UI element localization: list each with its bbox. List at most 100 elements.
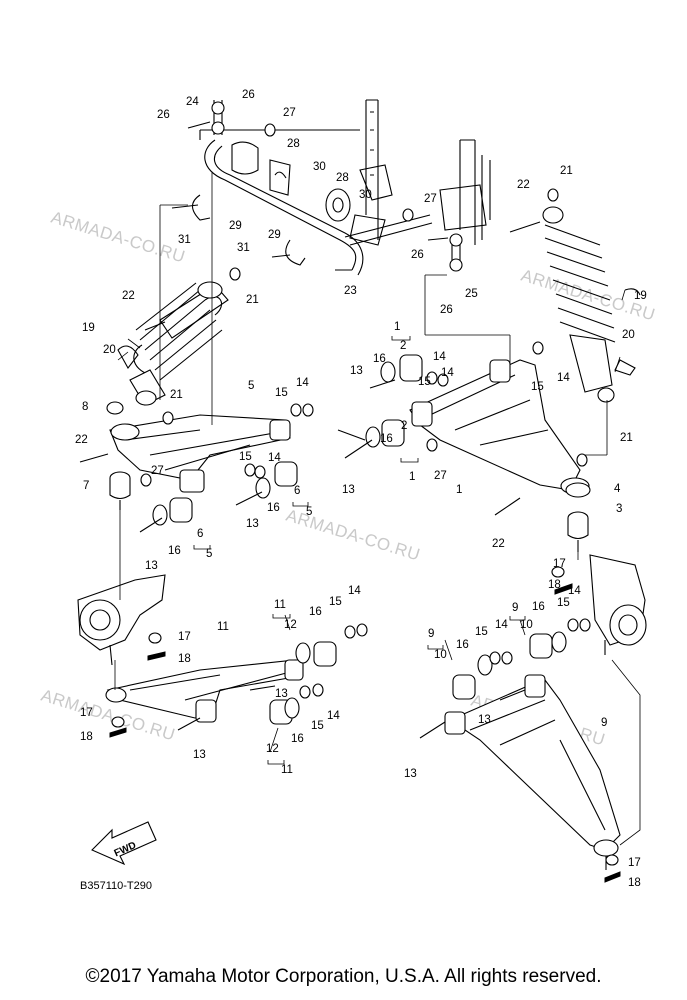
- lower-arm-left: [105, 659, 304, 723]
- callout-c31: 15: [418, 376, 431, 388]
- callout-c21: 22: [122, 290, 135, 302]
- hardware-set: [106, 123, 619, 866]
- callout-c40: 22: [75, 434, 88, 446]
- callout-c11: 31: [178, 234, 191, 246]
- callout-c70: 9: [428, 628, 434, 640]
- callout-c3: 26: [242, 89, 255, 101]
- callout-c75: 9: [601, 717, 607, 729]
- callout-c82: 12: [284, 619, 297, 631]
- watermark: ARMADA-CO.RU: [49, 208, 188, 267]
- callout-c23: 20: [103, 344, 116, 356]
- callout-c7: 28: [336, 172, 349, 184]
- callout-c53: 16: [380, 433, 393, 445]
- group-brackets: [193, 336, 526, 765]
- frame-bracket-right: [439, 139, 491, 245]
- callouts: 26 24 26 27 28 30 28 30 27 29 31 29 31 2…: [75, 89, 647, 889]
- callout-c39: 21: [170, 389, 183, 401]
- callout-c42: 27: [151, 465, 164, 477]
- callout-c68: 15: [557, 597, 570, 609]
- callout-c9: 27: [424, 193, 437, 205]
- knuckle-left: [77, 574, 166, 666]
- callout-c24: 19: [634, 290, 647, 302]
- callout-c26: 1: [394, 321, 400, 333]
- callout-c32: 14: [441, 367, 454, 379]
- callout-c6: 30: [313, 161, 326, 173]
- callout-c38: 8: [82, 401, 88, 413]
- callout-c12: 29: [268, 229, 281, 241]
- lower-arm-right: [444, 674, 621, 870]
- callout-c47: 5: [306, 506, 312, 518]
- callout-c28: 16: [373, 353, 386, 365]
- callout-c57: 27: [434, 470, 447, 482]
- callout-c46: 6: [294, 485, 300, 497]
- callout-c65: 14: [568, 585, 581, 597]
- callout-c78: 17: [628, 857, 641, 869]
- callout-c87: 18: [178, 653, 191, 665]
- callout-c62: 22: [492, 538, 505, 550]
- callout-c20: 21: [246, 294, 259, 306]
- callout-c71: 16: [456, 639, 469, 651]
- callout-c17: 26: [440, 304, 453, 316]
- callout-c19: 22: [517, 179, 530, 191]
- callout-c34: 14: [557, 372, 570, 384]
- callout-c59: 21: [620, 432, 633, 444]
- callout-c55: 2: [401, 420, 407, 432]
- copyright-notice: ©2017 Yamaha Motor Corporation, U.S.A. A…: [85, 966, 602, 987]
- ball-joint-3: [567, 511, 589, 552]
- knuckle-right: [589, 554, 647, 655]
- callout-c49: 16: [168, 545, 181, 557]
- callout-c22: 19: [82, 322, 95, 334]
- callout-c81: 11: [274, 599, 286, 611]
- callout-c27: 2: [400, 340, 406, 352]
- callout-c35: 5: [248, 380, 254, 392]
- callout-c67: 16: [532, 601, 545, 613]
- frame-bracket-left: [359, 99, 393, 240]
- callout-c91: 14: [327, 710, 340, 722]
- callout-c84: 15: [329, 596, 342, 608]
- callout-c95: 17: [80, 707, 93, 719]
- callout-c36: 15: [275, 387, 288, 399]
- callout-c79: 18: [628, 877, 641, 889]
- callout-c29: 14: [433, 351, 446, 363]
- callout-c74: 10: [434, 649, 447, 661]
- callout-c50: 6: [197, 528, 203, 540]
- callout-c63: 17: [553, 558, 566, 570]
- stabilizer-holder: [191, 159, 386, 266]
- callout-c4: 27: [283, 107, 296, 119]
- leader-lines: [114, 172, 641, 846]
- callout-c52: 13: [145, 560, 158, 572]
- shock-absorber-right: [542, 206, 641, 403]
- callout-c90: 15: [311, 720, 324, 732]
- callout-c80: 11: [217, 621, 229, 633]
- callout-c37: 14: [296, 377, 309, 389]
- callout-c18: 21: [560, 165, 573, 177]
- callout-c41: 7: [83, 480, 89, 492]
- callout-c88: 13: [275, 688, 288, 700]
- callout-c30: 13: [350, 365, 363, 377]
- callout-c58: 1: [456, 484, 462, 496]
- callout-c64: 18: [548, 579, 561, 591]
- callout-c96: 18: [80, 731, 93, 743]
- callout-c44: 14: [268, 452, 281, 464]
- shock-absorber-left: [117, 281, 229, 406]
- ball-joint-7: [109, 471, 131, 510]
- reference-code: B357110-T290: [80, 880, 152, 892]
- callout-c8: 30: [359, 189, 372, 201]
- callout-c13: 31: [237, 242, 250, 254]
- callout-c92: 13: [193, 749, 206, 761]
- watermark: ARMADA-CO.RU: [284, 506, 423, 565]
- upper-arm-left: [109, 414, 291, 493]
- callout-c25: 20: [622, 329, 635, 341]
- callout-c56: 1: [409, 471, 415, 483]
- stabilizer-bushing: [231, 141, 351, 222]
- callout-c77: 13: [404, 768, 417, 780]
- stabilizer-link-25: [449, 233, 463, 272]
- callout-c61: 3: [616, 503, 622, 515]
- callout-c15: 23: [344, 285, 357, 297]
- bolts: [79, 121, 541, 739]
- callout-c45: 16: [267, 502, 280, 514]
- callout-c72: 15: [475, 626, 488, 638]
- callout-c14: 26: [411, 249, 424, 261]
- callout-c51: 5: [206, 548, 212, 560]
